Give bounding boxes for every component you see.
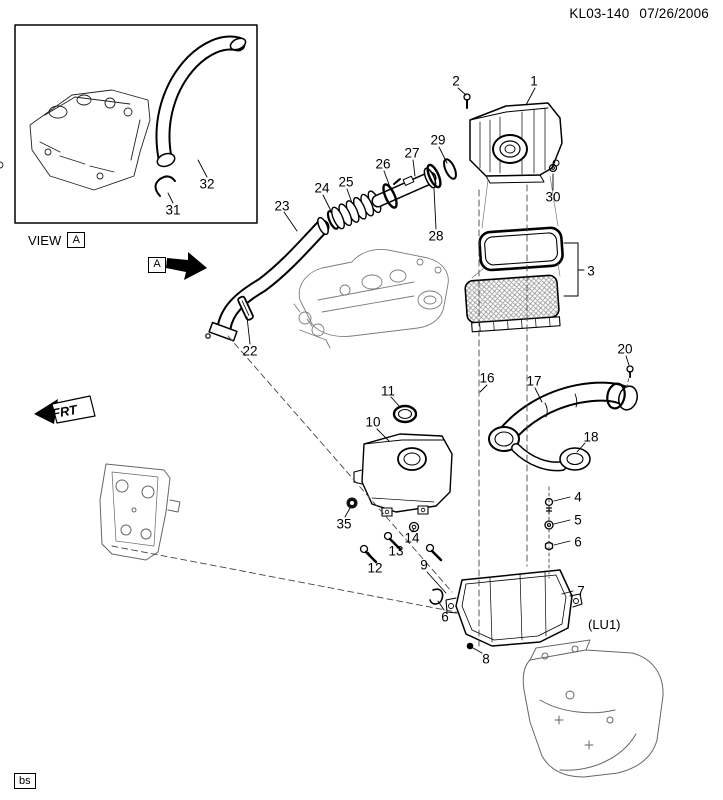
callout-27: 27 xyxy=(404,145,420,161)
breather-hose-art xyxy=(155,35,247,168)
callout-4: 4 xyxy=(574,489,582,505)
view-label: VIEW A xyxy=(28,232,86,248)
callout-28: 28 xyxy=(428,228,444,244)
item3-bracket xyxy=(563,242,585,297)
a-flag-arrow-icon xyxy=(166,252,207,280)
callout-25: 25 xyxy=(338,174,354,190)
splash-shield-art xyxy=(522,639,664,778)
seal-art xyxy=(478,226,564,272)
callout-24: 24 xyxy=(314,180,330,196)
callout-32: 32 xyxy=(199,176,215,192)
intake-duct-art xyxy=(205,216,330,342)
callout-11: 11 xyxy=(380,383,396,399)
callout-20: 20 xyxy=(617,341,633,357)
callout-6-left: 6 xyxy=(441,609,449,625)
manifold-art xyxy=(293,249,449,349)
elbow-art xyxy=(511,443,591,472)
callout-5: 5 xyxy=(574,512,582,528)
outlet-duct-art xyxy=(488,365,638,452)
callout-30: 30 xyxy=(545,189,561,205)
dashed-lines xyxy=(111,184,631,651)
maf-tube-art xyxy=(371,158,457,209)
guide-lines xyxy=(471,175,561,279)
engine-option-code: (LU1) xyxy=(588,617,621,632)
callout-13: 13 xyxy=(388,543,404,559)
doc-date: 07/26/2006 xyxy=(639,6,709,21)
callout-17: 17 xyxy=(526,373,542,389)
hose-clip-art xyxy=(154,175,176,197)
lower-housing-art xyxy=(429,569,583,650)
callout-2: 2 xyxy=(452,73,460,89)
callout-9: 9 xyxy=(420,557,428,573)
engine-cover-art xyxy=(0,89,151,191)
callout-31: 31 xyxy=(165,202,181,218)
callout-1: 1 xyxy=(530,73,538,89)
callout-6-right: 6 xyxy=(574,534,582,550)
callout-12: 12 xyxy=(367,560,383,576)
callout-16: 16 xyxy=(479,370,495,386)
oring-art xyxy=(392,404,418,424)
assembly-direction-flag: A xyxy=(148,254,166,273)
duct-stud-art xyxy=(237,295,254,321)
callout-22: 22 xyxy=(242,343,258,359)
callout-18: 18 xyxy=(583,429,599,445)
resonator-art xyxy=(353,433,453,517)
callout-35: 35 xyxy=(336,516,352,532)
doc-number: KL03-140 xyxy=(569,6,630,21)
callout-14: 14 xyxy=(404,530,420,546)
grommet-art xyxy=(346,497,358,509)
callout-10: 10 xyxy=(365,414,381,430)
air-cleaner-cover-art xyxy=(463,93,563,184)
callout-8: 8 xyxy=(482,651,490,667)
doc-header: KL03-140 07/26/2006 xyxy=(563,6,709,21)
assembly-flag-letter: A xyxy=(148,256,166,273)
bracket-art xyxy=(99,463,181,561)
view-flag: A xyxy=(67,232,86,248)
drafter-initials: bs xyxy=(14,773,36,789)
callout-7: 7 xyxy=(577,583,585,599)
inset-leader-lines xyxy=(167,159,208,204)
filter-element-art xyxy=(464,274,561,333)
view-text: VIEW xyxy=(28,232,62,248)
leader-lines xyxy=(246,87,630,654)
callout-29: 29 xyxy=(430,132,446,148)
callout-3: 3 xyxy=(587,263,595,279)
callout-26: 26 xyxy=(375,156,391,172)
callout-23: 23 xyxy=(274,198,290,214)
frt-arrow-icon xyxy=(34,395,96,424)
inset-view-box xyxy=(0,24,258,224)
